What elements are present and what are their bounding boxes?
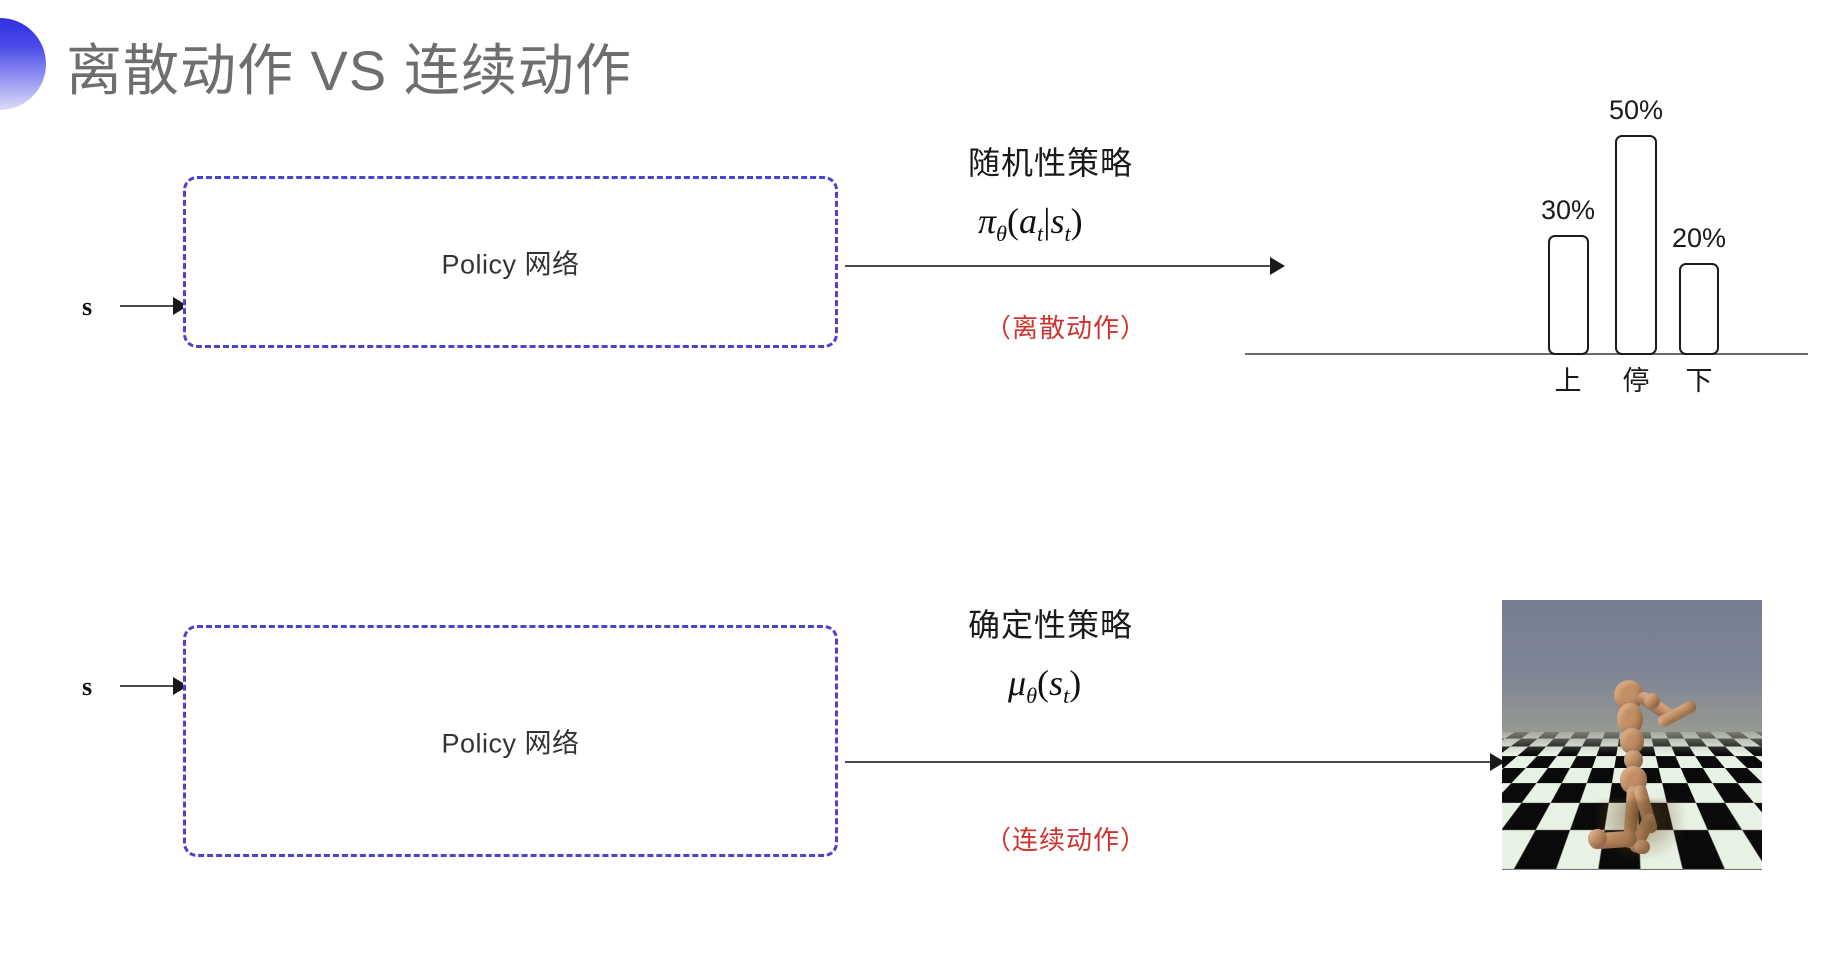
policy-type-label-continuous: 确定性策略 [968,607,1134,643]
action-type-note-continuous: （连续动作） [985,825,1148,855]
bar-up [1548,235,1589,355]
output-arrow-continuous [845,752,1505,772]
formula-base: μ [1008,663,1027,703]
chart-baseline [1245,353,1808,355]
input-state-label-continuous: s [82,672,93,701]
bar-down [1679,263,1719,355]
humanoid-simulation-image [1502,600,1762,870]
formula-subscript: θ [996,221,1008,247]
bar-category-down: 下 [1685,366,1713,396]
input-arrow-discrete [120,296,188,316]
floor-reflection [1595,799,1684,860]
bar-value-down: 20% [1671,223,1727,253]
policy-formula-discrete: πθ(at|st) [978,201,1083,247]
humanoid-hand [1644,693,1660,709]
action-probability-bar-chart: 30% 上 50% 停 20% 下 [1245,95,1815,396]
humanoid-lower-torso [1620,728,1644,754]
bar-category-stop: 停 [1622,366,1650,396]
bar-value-up: 30% [1540,195,1596,225]
policy-network-box-discrete[interactable]: Policy 网络 [183,176,838,348]
policy-network-box-continuous[interactable]: Policy 网络 [183,625,838,857]
formula-subscript: θ [1026,683,1038,709]
policy-type-label-discrete: 随机性策略 [968,145,1134,181]
humanoid-abdomen [1624,750,1643,770]
policy-formula-continuous: μθ(st) [1008,663,1082,709]
bar-category-up: 上 [1554,366,1582,396]
policy-network-label-continuous: Policy 网络 [441,728,580,759]
page-title: 离散动作 VS 连续动作 [66,39,632,102]
output-arrow-discrete [845,256,1285,276]
formula-base: π [978,201,997,241]
action-type-note-discrete: （离散动作） [985,313,1148,343]
bar-value-stop: 50% [1608,95,1664,125]
policy-network-label-discrete: Policy 网络 [441,249,580,280]
input-state-label-discrete: s [82,292,93,321]
bar-stop [1615,135,1657,355]
input-arrow-continuous [120,676,188,696]
half-circle-gradient-icon [0,18,46,110]
